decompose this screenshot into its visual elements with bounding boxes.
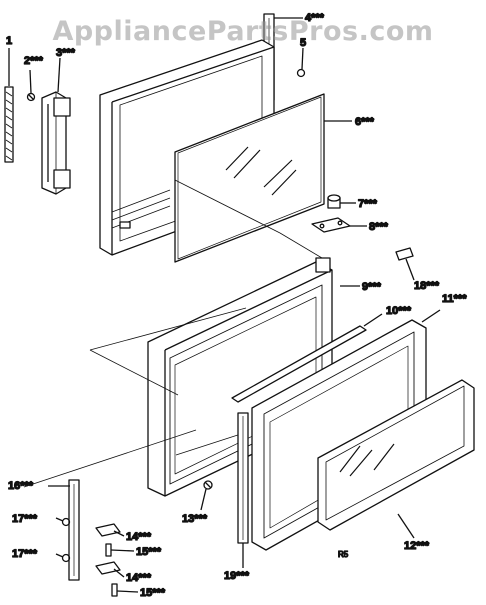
callout-12: 12*** (404, 540, 430, 552)
callout-15a: 15*** (136, 546, 162, 558)
callout-13: 13*** (182, 513, 208, 525)
callout-17a: 17*** (12, 513, 38, 525)
callout-14a: 14*** (126, 531, 152, 543)
callout-11: 11*** (442, 293, 467, 305)
callout-18: 18*** (414, 280, 440, 292)
part-5-bracket-screw (296, 47, 306, 78)
callout-1: 1 (6, 35, 12, 47)
part-3-handle (41, 57, 71, 195)
callout-8: 8*** (369, 221, 389, 233)
callout-17b: 17*** (12, 548, 38, 560)
sheet-code: R5 (338, 550, 349, 559)
part-17-hinge-screws (55, 517, 71, 563)
part-12-inner-glass (317, 379, 475, 539)
callout-7: 7*** (358, 198, 378, 210)
part-7-latch-knob (327, 194, 356, 209)
part-6-glass-panel (174, 93, 352, 263)
callout-9: 9*** (362, 281, 382, 293)
callout-19: 19*** (224, 570, 250, 582)
part-16-hinge (48, 479, 80, 581)
part-13-screw (200, 480, 213, 511)
part-2-screw (26, 69, 36, 102)
part-1-gasket-strip (4, 48, 14, 163)
callout-6: 6*** (355, 116, 375, 128)
part-8-latch-plate (311, 217, 367, 233)
callout-2: 2*** (24, 55, 44, 67)
callout-14b: 14*** (126, 572, 152, 584)
callout-16: 16*** (8, 480, 34, 492)
callout-5: 5 (300, 37, 306, 49)
callout-3: 3*** (56, 47, 76, 59)
callout-15b: 15*** (140, 587, 166, 599)
assembly-guide-lines-bottom (23, 307, 247, 488)
part-18-clip (395, 247, 415, 281)
callout-10: 10*** (386, 305, 412, 317)
part-14-hinge-clips (95, 523, 125, 578)
callout-4: 4*** (305, 12, 325, 24)
part-10-strip (231, 313, 383, 403)
part-15-pins (105, 543, 139, 597)
assembly-guide-lines-top (174, 179, 323, 259)
part-19-side-strip (237, 412, 249, 568)
